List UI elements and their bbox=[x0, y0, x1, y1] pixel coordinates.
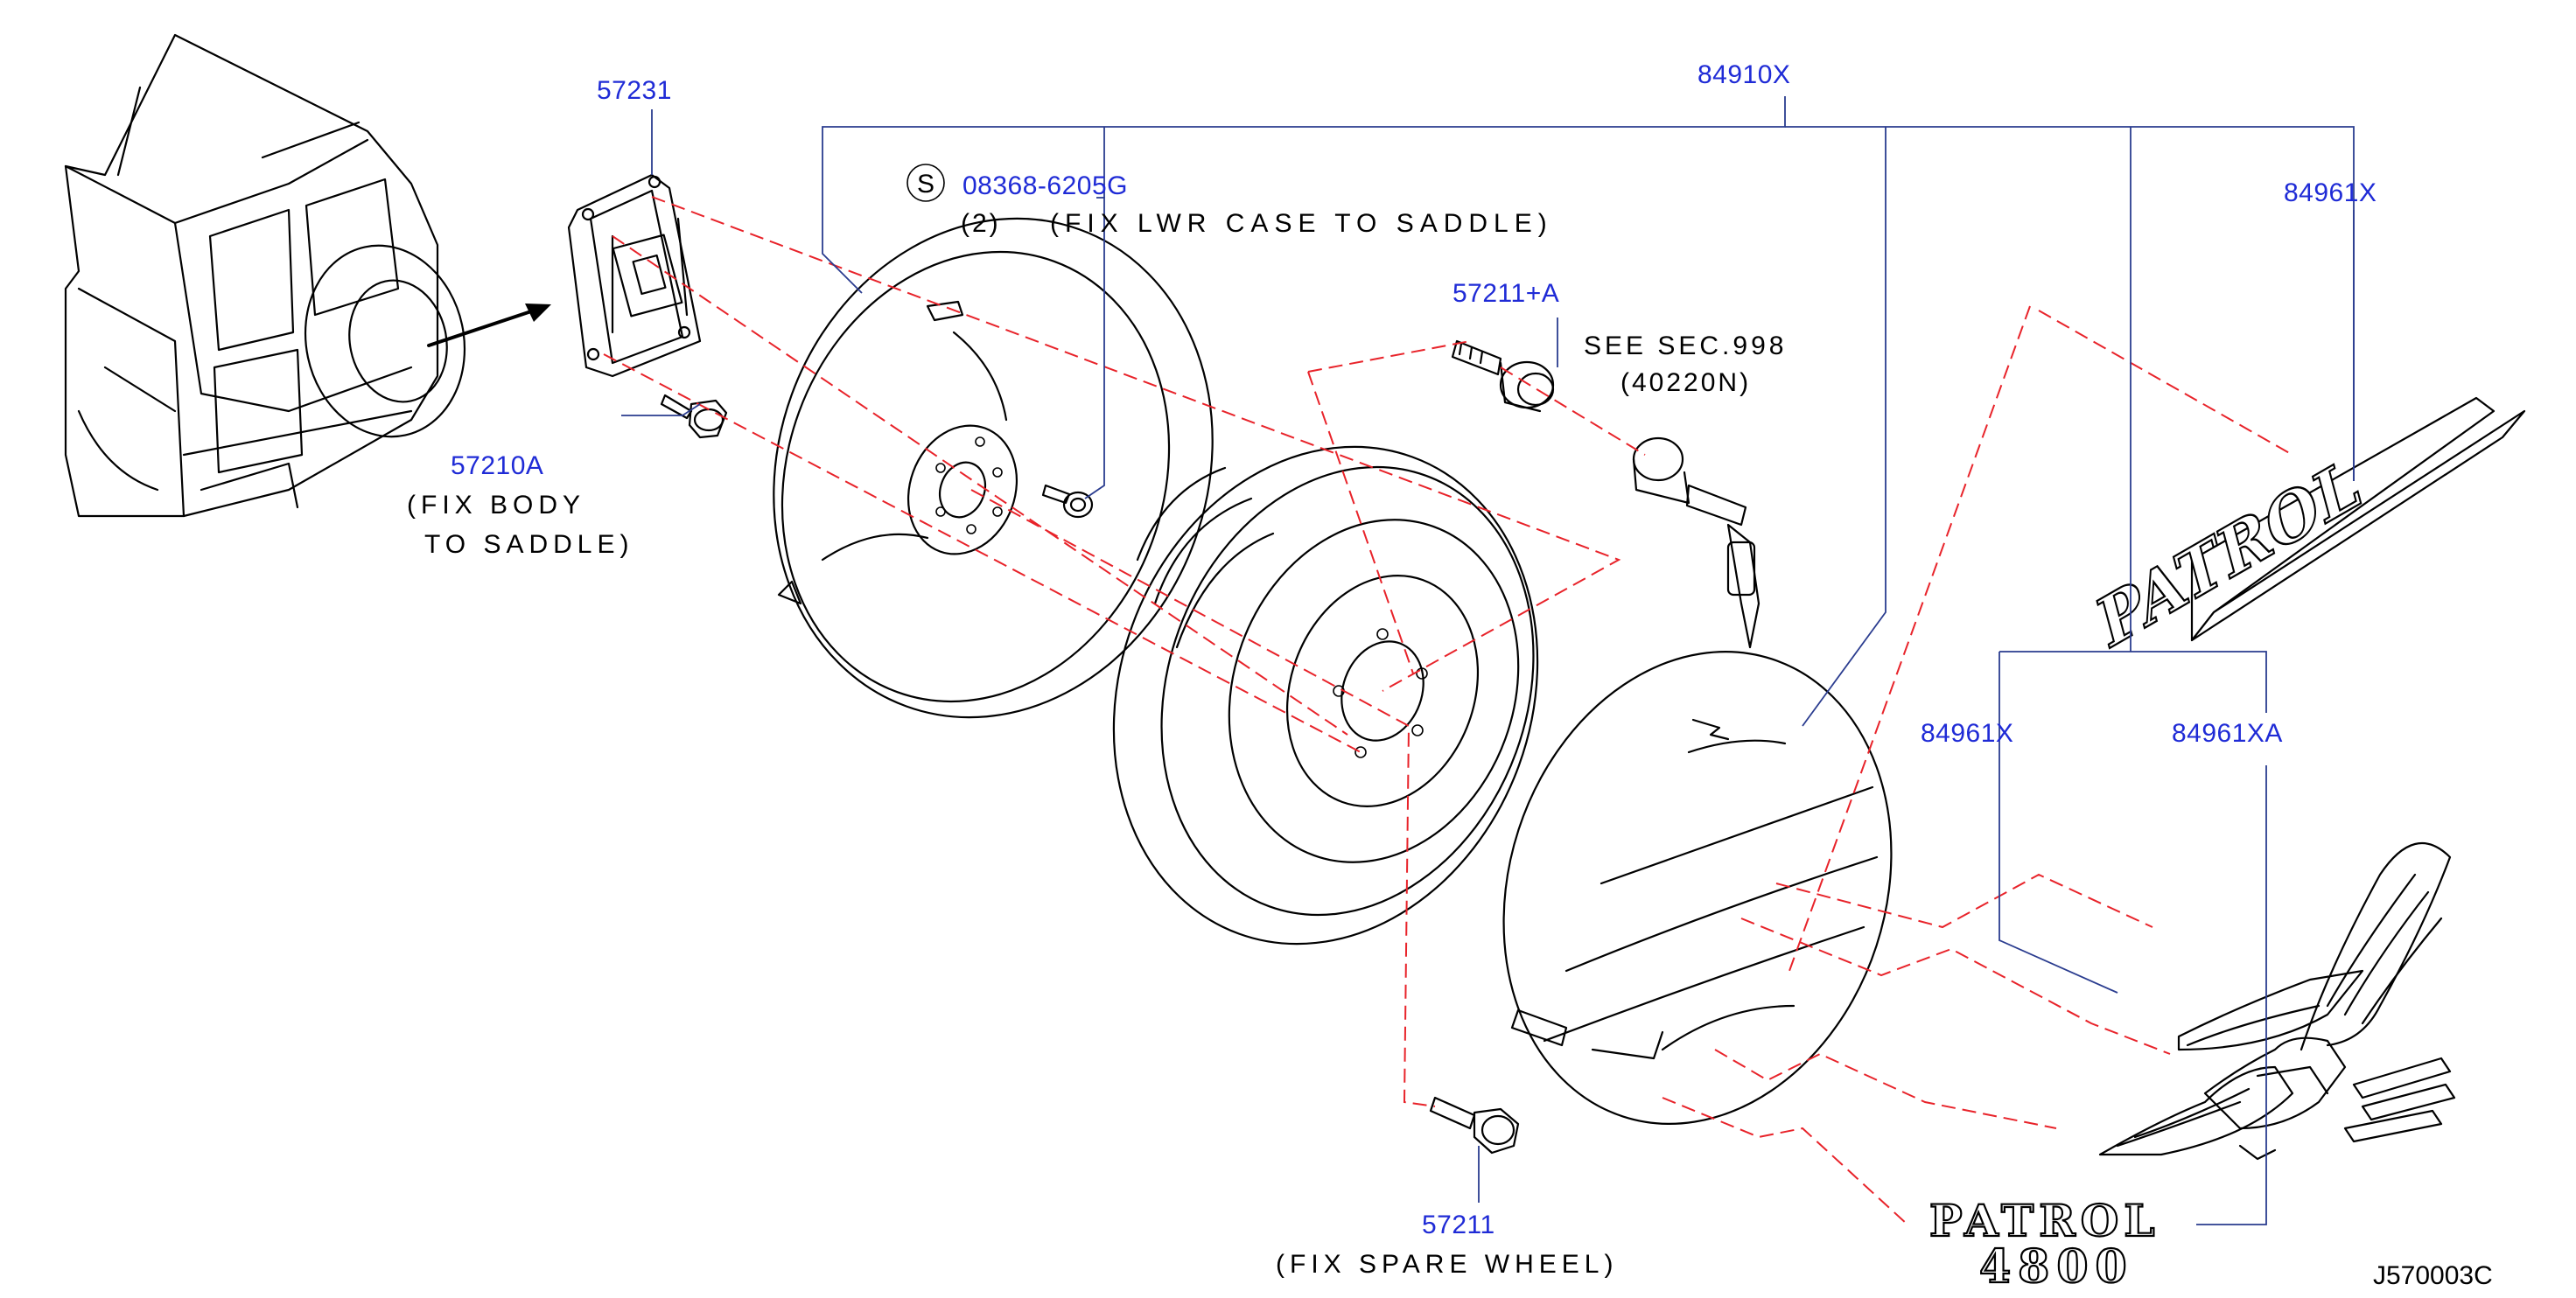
callout-08368-6205g: S 08368-6205G (2) (FIX LWR CASE TO SADDL… bbox=[906, 164, 1553, 238]
label-84910x: 84910X bbox=[1698, 60, 1790, 89]
label-57210a: 57210A bbox=[451, 451, 543, 480]
s-symbol-icon bbox=[906, 164, 945, 202]
label-84961x-top: 84961X bbox=[2284, 178, 2376, 207]
location-arrow bbox=[427, 304, 551, 347]
vehicle-rear-illustration bbox=[64, 33, 466, 518]
label-57231: 57231 bbox=[597, 76, 672, 105]
patrol-4800-badge: PATROL 4800 bbox=[1928, 1194, 2160, 1295]
label-84961x-mid: 84961X bbox=[1921, 719, 2013, 748]
label-08368-note: (FIX LWR CASE TO SADDLE) bbox=[1050, 209, 1553, 238]
label-84961xa: 84961XA bbox=[2172, 719, 2283, 748]
spare-tire bbox=[1112, 445, 1539, 946]
patrol-badge-text: PATROL bbox=[1929, 1195, 2160, 1246]
screw-08368-6205g bbox=[1041, 484, 1094, 519]
label-57211: 57211 bbox=[1422, 1211, 1495, 1239]
lug-nut-57211 bbox=[1429, 1096, 1520, 1155]
label-see-sec-code: (40220N) bbox=[1620, 368, 1751, 397]
saddle-bracket-57231 bbox=[567, 173, 702, 378]
spare-tire-cover bbox=[1502, 651, 1893, 1125]
key-cylinder-40220n bbox=[1632, 436, 1760, 649]
bolt-57210a bbox=[660, 394, 728, 439]
phantom-lines bbox=[603, 196, 2293, 1225]
leader-lines bbox=[621, 96, 2355, 1225]
label-08368-6205g: 08368-6205G bbox=[962, 171, 1128, 200]
lock-cylinder-57211a bbox=[1451, 339, 1555, 413]
s-symbol-text: S bbox=[917, 170, 934, 199]
patrol-badge-sub-text: 4800 bbox=[1979, 1240, 2134, 1294]
callout-57211: 57211 (FIX SPARE WHEEL) bbox=[1276, 1211, 1618, 1279]
label-57210a-note-2: TO SADDLE) bbox=[424, 530, 634, 559]
patrol-plate-emblem: PATROL bbox=[2090, 396, 2526, 666]
label-57211-note: (FIX SPARE WHEEL) bbox=[1276, 1250, 1618, 1279]
callout-57210a: 57210A (FIX BODY TO SADDLE) bbox=[407, 451, 634, 559]
callout-57211a: 57211+A SEE SEC.998 (40220N) bbox=[1452, 279, 1787, 397]
label-57210a-note-1: (FIX BODY bbox=[407, 491, 585, 520]
label-57211a: 57211+A bbox=[1452, 279, 1559, 308]
eagle-emblem bbox=[2098, 842, 2456, 1161]
diagram-code: J570003C bbox=[2373, 1261, 2493, 1290]
spare-carrier-lower-case bbox=[773, 217, 1214, 719]
label-08368-qty: (2) bbox=[961, 209, 1001, 238]
label-see-sec: SEE SEC.998 bbox=[1584, 331, 1787, 360]
